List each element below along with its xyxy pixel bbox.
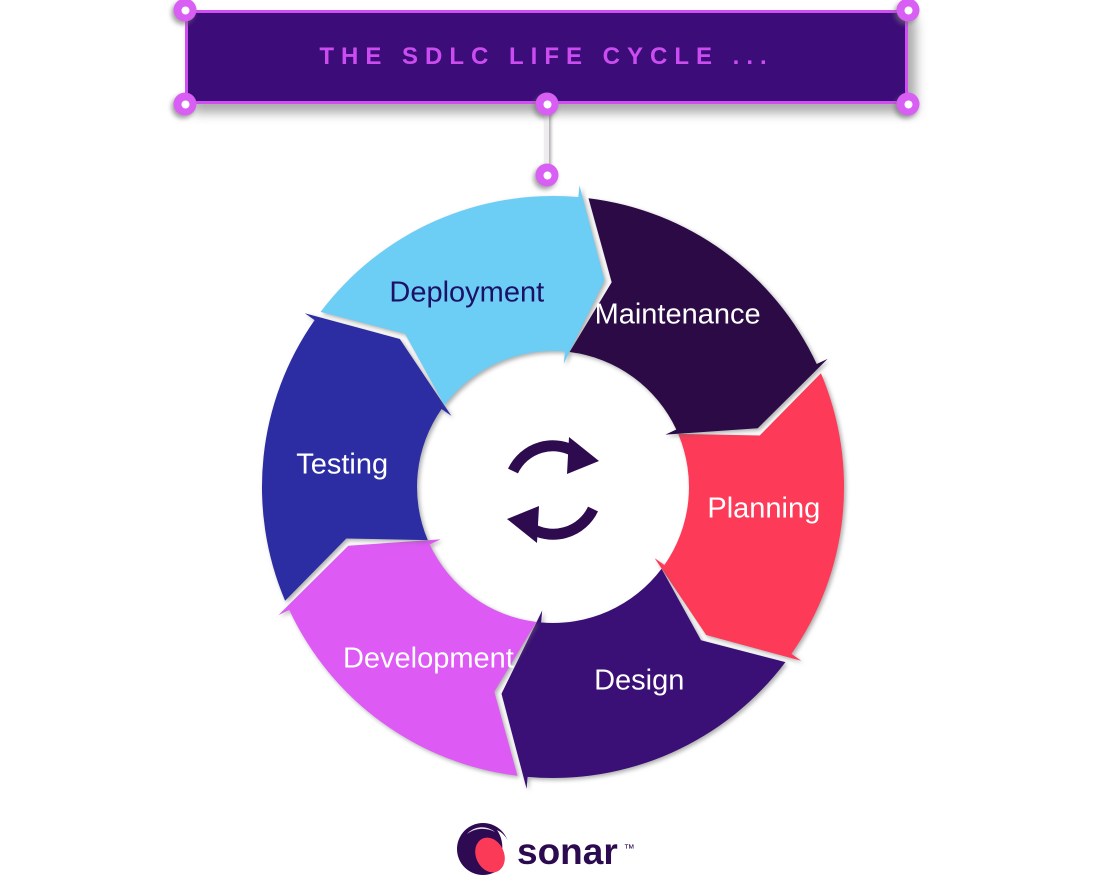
selection-handle-top-left[interactable]: [173, 0, 197, 22]
sonar-logo-wordmark: sonar: [517, 830, 618, 872]
segment-label-testing: Testing: [296, 448, 389, 481]
selection-handle-bottom-left[interactable]: [173, 92, 197, 116]
segment-label-deployment: Deployment: [389, 276, 545, 309]
connector-line[interactable]: [544, 106, 549, 172]
design-segment-arrow[interactable]: [501, 568, 786, 789]
maintenance-segment-arrow[interactable]: [569, 198, 828, 435]
trademark-symbol: ™: [623, 843, 635, 855]
sonar-logo: sonar ™: [455, 820, 635, 876]
segment-label-development: Development: [342, 642, 514, 674]
deployment-segment-arrow[interactable]: [320, 185, 605, 406]
connector-start-handle[interactable]: [535, 92, 559, 116]
segment-label-maintenance: Maintenance: [594, 298, 761, 331]
sdlc-cycle-diagram: Planning Design Development Testing Depl…: [233, 167, 873, 807]
planning-segment-arrow[interactable]: [654, 373, 845, 661]
connector-end-handle[interactable]: [535, 163, 559, 187]
cycle-refresh-icon: [507, 437, 599, 543]
segment-label-design: Design: [594, 664, 685, 697]
segment-label-planning: Planning: [707, 492, 821, 525]
testing-segment-arrow[interactable]: [261, 313, 452, 601]
cycle-ring: [261, 185, 845, 789]
development-segment-arrow[interactable]: [278, 539, 537, 776]
title-box[interactable]: THE SDLC LIFE CYCLE ...: [185, 10, 908, 104]
selection-handle-bottom-right[interactable]: [896, 92, 920, 116]
title-text: THE SDLC LIFE CYCLE ...: [319, 43, 774, 70]
sonar-swirl-icon: [457, 823, 510, 875]
selection-handle-top-right[interactable]: [896, 0, 920, 22]
